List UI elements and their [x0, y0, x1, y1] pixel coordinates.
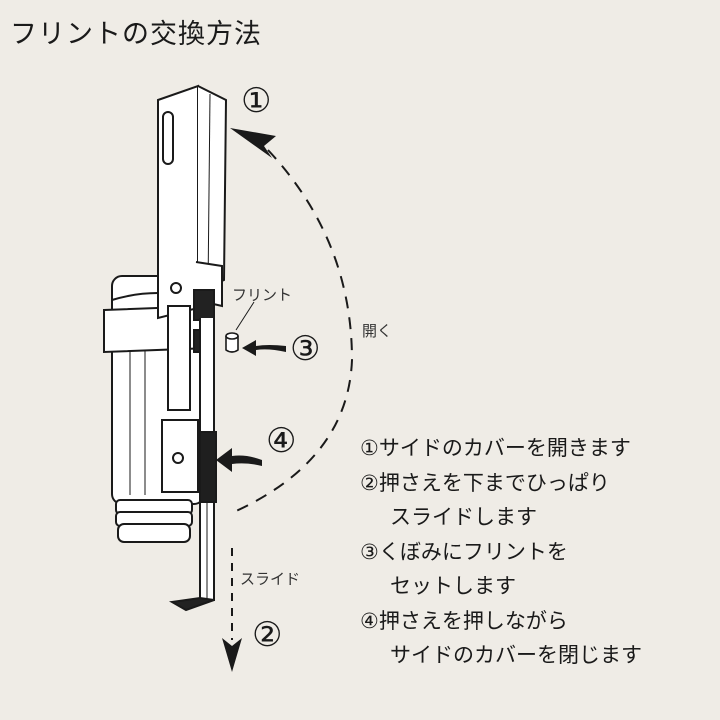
arrow-step-4 — [216, 448, 262, 472]
marker-3: ③ — [290, 329, 321, 369]
arrow-step-3 — [242, 340, 286, 356]
step-3-line-2: セットします — [390, 574, 516, 598]
step-4-line-2: サイドのカバーを閉じます — [390, 643, 642, 667]
step-1-line-1: ①サイドのカバーを開きます — [360, 436, 631, 460]
inner-mechanism — [161, 289, 217, 612]
page-title: フリントの交換方法 — [10, 19, 262, 50]
marker-2: ② — [252, 615, 283, 655]
instruction-steps: ①サイドのカバーを開きます ②押さえを下までひっぱり スライドします ③くぼみに… — [360, 431, 642, 673]
step-2-line-2: スライドします — [390, 505, 537, 529]
open-arc — [233, 149, 354, 513]
step-3-line-1: ③くぼみにフリントを — [360, 539, 568, 564]
side-cover — [157, 84, 228, 320]
marker-4: ④ — [266, 421, 297, 461]
flint-piece — [225, 301, 255, 353]
slide-label: スライド — [240, 570, 301, 588]
flint-label: フリント — [232, 286, 293, 304]
open-label: 開く — [362, 322, 393, 340]
step-2-line-1: ②押さえを下までひっぱり — [360, 470, 610, 495]
slide-arrowhead — [222, 638, 242, 672]
marker-1: ① — [241, 81, 272, 121]
open-arrowhead — [230, 128, 276, 158]
step-4-line-1: ④押さえを押しながら — [360, 608, 568, 633]
